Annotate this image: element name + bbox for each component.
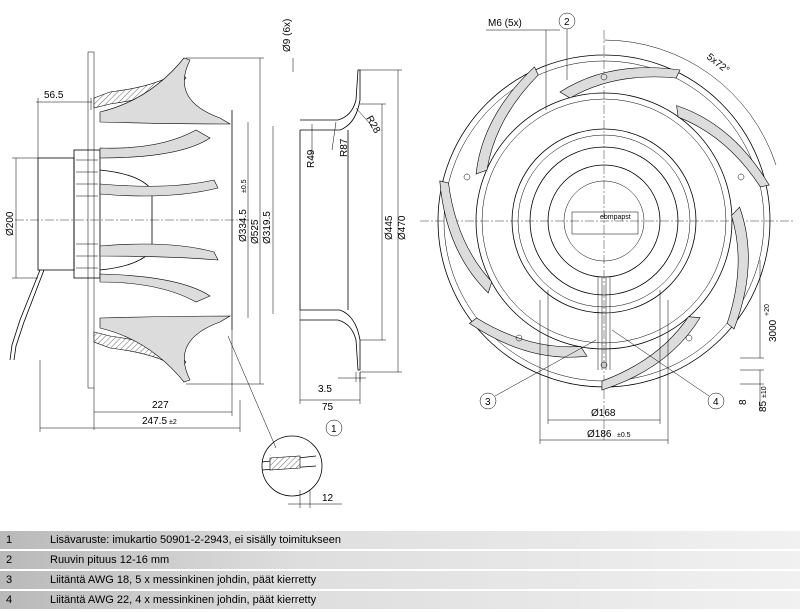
dim-5x72: 5x72° <box>704 52 731 76</box>
notes-table: 1 Lisävaruste: imukartio 50901-2-2943, e… <box>0 531 800 611</box>
note-text: Ruuvin pituus 12-16 mm <box>50 554 170 566</box>
detail-circle <box>261 435 323 497</box>
callout-4: 4 <box>713 397 719 408</box>
dim-8: 8 <box>738 399 749 405</box>
callout-1: 1 <box>331 424 337 435</box>
callout-4-circle <box>707 392 725 410</box>
dim-tol-20: +20 <box>764 304 771 316</box>
callout-2: 2 <box>564 17 570 28</box>
dim-r49: R49 <box>306 149 317 168</box>
callout-1-circle <box>325 419 343 437</box>
dim-tol-10: ±10 <box>761 386 768 398</box>
dim-m6-5x: M6 (5x) <box>488 18 522 29</box>
dim-d470: Ø470 <box>397 215 408 240</box>
section-view: Ø9 (6x) R49 R87 R28 Ø445 Ø470 3.5 75 1 <box>227 19 408 508</box>
note-number: 1 <box>6 534 13 546</box>
dim-75: 75 <box>322 402 334 413</box>
note-row-2: 2 Ruuvin pituus 12-16 mm <box>0 551 800 569</box>
front-view: ebmpapst M6 (5x) 2 5x72° 3 4 Ø168 <box>420 12 795 444</box>
technical-drawing: 56.5 Ø200 Ø334.5 ±0.5 Ø525 Ø319.5 227 24… <box>5 12 795 508</box>
note-row-3: 3 Liitäntä AWG 18, 5 x messinkinen johdi… <box>0 571 800 589</box>
note-number: 2 <box>6 554 13 566</box>
dim-d168: Ø168 <box>591 408 616 419</box>
dim-d9-6x: Ø9 (6x) <box>282 19 293 52</box>
dim-d445: Ø445 <box>384 215 395 240</box>
note-number: 4 <box>6 594 13 606</box>
side-view: 56.5 Ø200 Ø334.5 ±0.5 Ø525 Ø319.5 227 24… <box>5 51 274 432</box>
dim-r87: R87 <box>339 138 350 157</box>
dim-d200: Ø200 <box>5 211 16 236</box>
callout-3-circle <box>479 392 497 410</box>
dim-tol-05-a: ±0.5 <box>241 179 248 193</box>
note-text: Liitäntä AWG 18, 5 x messinkinen johdin,… <box>50 574 317 586</box>
note-number: 3 <box>6 574 13 586</box>
dim-227: 227 <box>152 400 169 411</box>
dim-d525: Ø525 <box>250 219 261 244</box>
dim-3-5: 3.5 <box>318 384 332 395</box>
dim-tol-05-b: ±0.5 <box>617 432 631 439</box>
dim-12: 12 <box>322 493 334 504</box>
callout-3: 3 <box>485 397 491 408</box>
dim-d186: Ø186 <box>587 429 612 440</box>
note-text: Lisävaruste: imukartio 50901-2-2943, ei … <box>50 534 342 546</box>
dim-3000: 3000 <box>768 319 779 342</box>
note-row-1: 1 Lisävaruste: imukartio 50901-2-2943, e… <box>0 531 800 549</box>
dim-r28: R28 <box>363 114 382 136</box>
dim-d334-5: Ø334.5 <box>238 209 249 242</box>
dim-247-5: 247.5 <box>142 416 167 427</box>
dim-56-5: 56.5 <box>44 90 64 101</box>
note-text: Liitäntä AWG 22, 4 x messinkinen johdin,… <box>50 594 317 606</box>
dim-85: 85 <box>758 400 769 412</box>
note-row-4: 4 Liitäntä AWG 22, 4 x messinkinen johdi… <box>0 591 800 609</box>
brand-label: ebmpapst <box>600 214 631 221</box>
dim-d319-5: Ø319.5 <box>262 211 273 244</box>
dim-tol-2: ±2 <box>169 419 177 426</box>
